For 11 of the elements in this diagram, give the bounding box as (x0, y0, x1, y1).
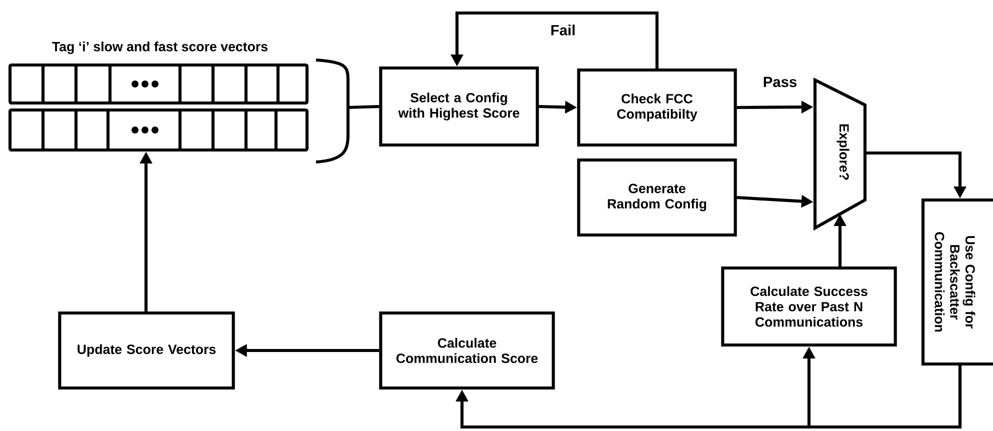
process-box: Use Config for Backscatter Communication (921, 198, 993, 366)
edge-label: Fail (549, 23, 577, 37)
process-box: Select a Config with Highest Score (379, 66, 539, 147)
process-box: Update Score Vectors (58, 311, 235, 390)
edge-label: Pass (762, 76, 798, 88)
process-box: Check FCC Compatibilty (577, 68, 737, 147)
process-box: Calculate Communication Score (379, 311, 555, 390)
process-box: Calculate Success Rate over Past N Communications (721, 266, 897, 347)
heading: Tag ‘i’ slow and fast score vectors (52, 42, 268, 54)
arrow (456, 366, 962, 429)
process-box: Generate Random Config (577, 158, 737, 237)
